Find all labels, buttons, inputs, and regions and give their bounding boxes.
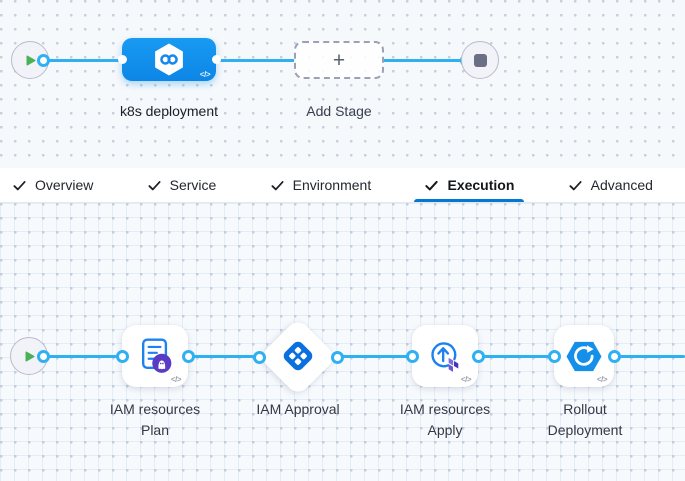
check-icon [13, 180, 26, 190]
stage-right-connector [211, 55, 221, 64]
check-icon [425, 180, 439, 190]
step-connector [330, 350, 344, 364]
step-connector [115, 349, 129, 363]
tab-overview[interactable]: Overview [2, 168, 103, 202]
step-edge [613, 354, 685, 358]
stage-label: k8s deployment [119, 103, 219, 119]
approval-diamond-icon[interactable] [278, 336, 318, 376]
stage-code-badge: </> [199, 70, 211, 79]
rollout-deployment-hexagon-icon [566, 341, 602, 371]
step-node-iam-resources-plan[interactable]: </> [115, 325, 195, 387]
step-connector [607, 349, 621, 363]
step-code-badge: </> [170, 375, 182, 384]
tab-execution[interactable]: Execution [414, 168, 525, 202]
stage-config-tabbar: Overview Service Environment Execution A… [0, 168, 685, 203]
step-node-rollout-deployment[interactable]: </> [547, 325, 621, 387]
harness-cd-hexagon-infinity-icon [155, 43, 183, 76]
check-icon [271, 180, 284, 190]
plus-icon: + [332, 48, 346, 72]
stage-edge [383, 58, 467, 62]
stage-edge [215, 58, 295, 62]
step-edge [43, 354, 124, 358]
tab-advanced[interactable]: Advanced [558, 168, 663, 202]
tab-service[interactable]: Service [137, 168, 227, 202]
stage-node-k8s-deployment[interactable]: </> [117, 38, 221, 81]
step-connector [547, 349, 561, 363]
step-connector [471, 349, 485, 363]
pipeline-end-node [461, 41, 499, 79]
step-node-iam-resources-apply[interactable]: </> [405, 325, 485, 387]
stage-canvas[interactable]: </> k8s deployment + Add Stage [0, 0, 685, 168]
terraform-apply-arrow-icon [431, 342, 459, 372]
stage-left-connector [117, 55, 127, 64]
stop-icon [473, 53, 487, 67]
terraform-logo [448, 357, 459, 372]
play-icon [26, 54, 36, 66]
terraform-plan-document-icon [142, 338, 172, 373]
check-icon [148, 180, 161, 190]
step-connector [37, 350, 50, 363]
play-icon [25, 350, 35, 362]
step-connector [405, 349, 419, 363]
tab-environment[interactable]: Environment [260, 168, 382, 202]
start-connector [37, 54, 50, 67]
step-label-iam-resources-plan: IAM resources Plan [109, 401, 201, 438]
step-label-iam-approval: IAM Approval [256, 401, 340, 417]
add-stage-button[interactable]: + [294, 41, 384, 79]
step-connector [252, 350, 266, 364]
step-edge [477, 354, 555, 358]
execution-canvas[interactable]: </> IAM resources Plan IAM Approval [0, 203, 685, 481]
step-code-badge: </> [460, 375, 472, 384]
add-stage-label: Add Stage [306, 103, 372, 119]
stage-edge [43, 58, 123, 62]
step-label-iam-resources-apply: IAM resources Apply [399, 401, 491, 438]
step-connector [181, 349, 195, 363]
step-edge [336, 354, 413, 358]
check-icon [569, 180, 582, 190]
step-label-rollout-deployment: Rollout Deployment [547, 401, 623, 438]
step-code-badge: </> [596, 375, 608, 384]
step-edge [188, 354, 260, 358]
